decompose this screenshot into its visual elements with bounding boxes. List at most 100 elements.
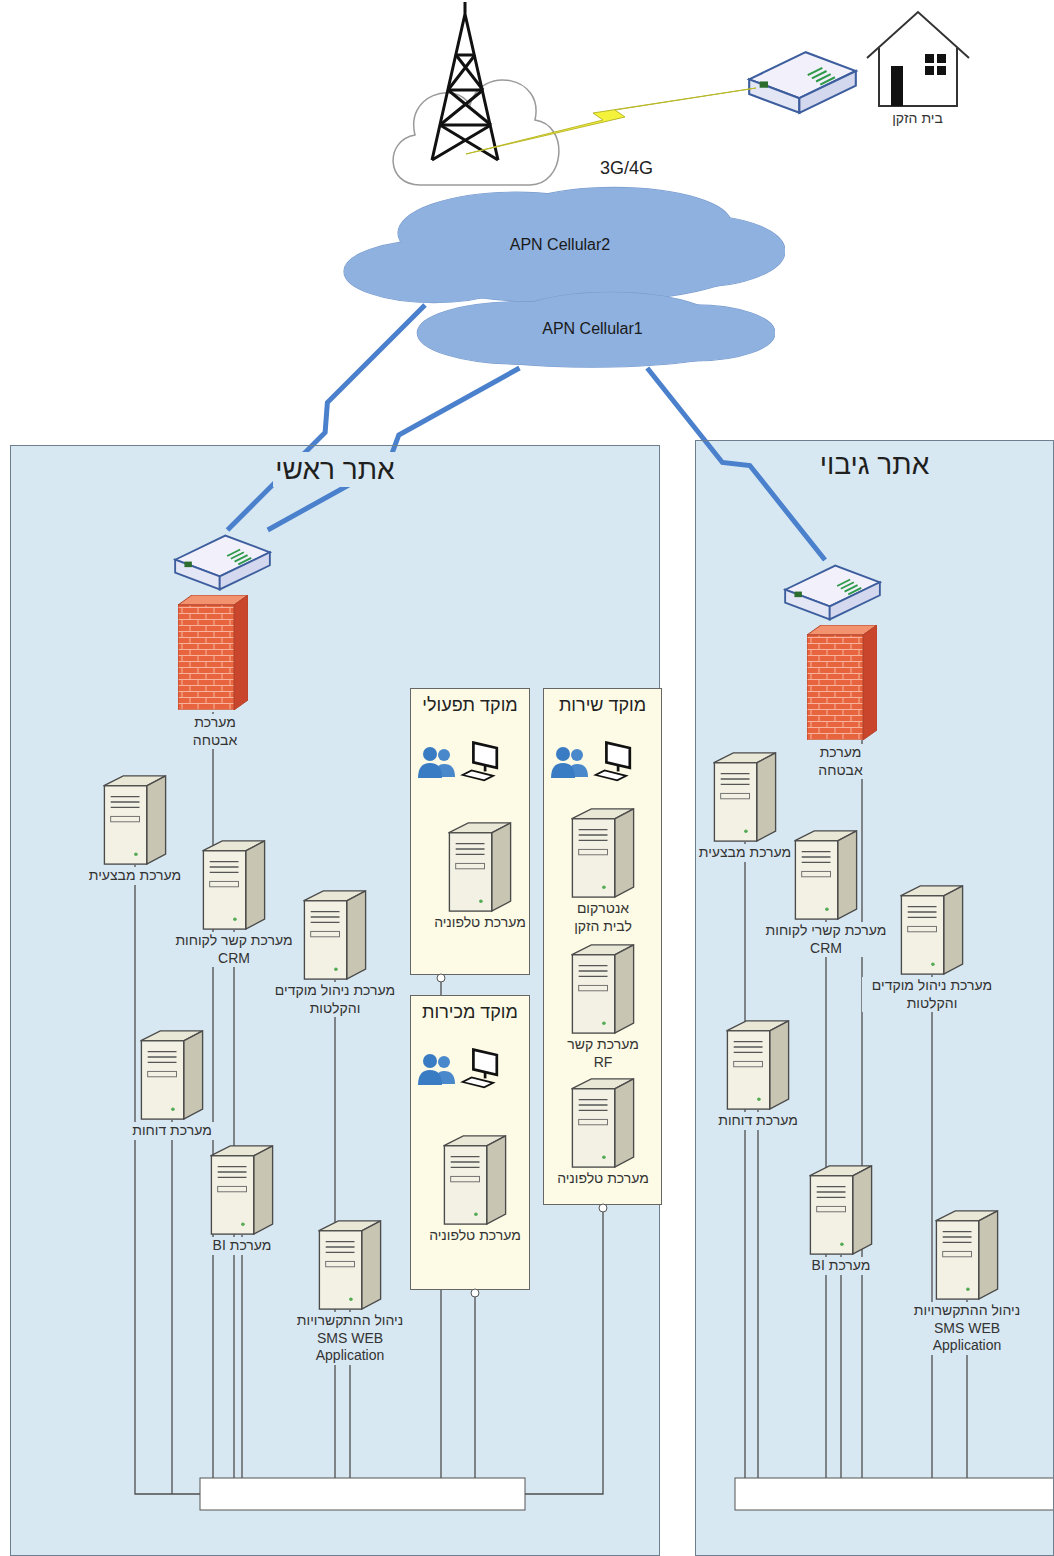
server-icon (793, 830, 859, 920)
server-icon (712, 752, 778, 842)
people-icon (550, 745, 590, 779)
server-icon (570, 944, 636, 1034)
server-node: מערכת מבצעית (80, 775, 190, 885)
server-node: מערכת דוחות (122, 1030, 222, 1140)
center-title: מוקד תפעולי (420, 694, 519, 717)
cloud-outline (389, 226, 749, 303)
server-node: מערכת טלפוניה (427, 1135, 523, 1245)
cell-tower (432, 2, 498, 160)
router-icon (785, 566, 880, 620)
server-icon (447, 822, 513, 912)
cloud-label: APN Cellular1 (540, 319, 644, 339)
firewall-icon (178, 595, 248, 710)
wireless-bolt (466, 88, 756, 154)
site-title: אתר גיבוי (818, 447, 932, 482)
server-icon (317, 1220, 383, 1310)
server-node: מערכת BI (192, 1145, 292, 1255)
cloud-label: APN Cellular2 (508, 235, 612, 255)
people-icon (551, 747, 588, 778)
wire-joint (599, 1204, 607, 1212)
site-panel: אתר גיבוימערכת אבטחהמערכת מבצעיתמערכת קש… (695, 440, 1054, 1556)
server-icon (727, 1021, 789, 1109)
center-title: מוקד שירות (557, 694, 648, 717)
people-icon (418, 1054, 455, 1085)
call-center-box: מוקד תפעולי מערכת טלפוניה (410, 688, 530, 975)
house-icon (863, 8, 973, 108)
node-label: מערכת טלפוניה (555, 1170, 651, 1188)
network-switch (200, 1478, 525, 1510)
server-icon (899, 885, 965, 975)
server-icon (319, 1221, 381, 1309)
server-icon (570, 1078, 636, 1168)
server-icon (201, 840, 267, 930)
link-label: 3G/4G (598, 157, 655, 180)
monitor-icon (459, 739, 504, 784)
network-wires (474, 1290, 475, 1478)
server-node: מערכת BI (791, 1165, 891, 1275)
node-label: מערכת טלפוניה (427, 1227, 523, 1245)
firewall-node: מערכת אבטחה (775, 560, 875, 779)
server-icon (104, 776, 166, 864)
people-icon (417, 1052, 457, 1086)
server-icon (795, 831, 857, 919)
server-icon (102, 775, 168, 865)
backup-site-ground (695, 440, 1054, 1556)
server-icon (211, 1146, 273, 1234)
monitor-icon (592, 739, 637, 784)
server-icon (714, 753, 776, 841)
node-label: מערכת קשר RF (561, 1036, 645, 1071)
server-icon (139, 1030, 205, 1120)
server-icon (304, 891, 366, 979)
network-wires (931, 975, 932, 1478)
server-node: מערכת קשר RF (561, 944, 645, 1071)
server-icon (572, 1079, 634, 1167)
server-node: אנטרקום לבית הזקן (561, 808, 645, 935)
wire-joint (437, 974, 445, 982)
server-icon (209, 1145, 275, 1235)
call-center-box: מוקד שירות אנטרקום לבית הזקן מערכת קשר RF מ… (543, 688, 662, 1205)
network-wires (241, 1235, 242, 1478)
center-title: מוקד מכירות (420, 1001, 520, 1024)
server-icon (570, 808, 636, 898)
home-router (749, 52, 856, 113)
server-icon (302, 890, 368, 980)
firewall-node: מערכת אבטחה (170, 530, 285, 749)
cell-tower (432, 2, 498, 160)
server-icon (203, 841, 265, 929)
server-icon (572, 945, 634, 1033)
site-panel: אתר ראשימערכת אבטחהמערכת מבצעיתמערכת קשר… (10, 445, 660, 1556)
cell-tower (432, 55, 498, 160)
monitor-icon (596, 743, 630, 781)
node-label: מערכת BI (211, 1237, 274, 1255)
network-wires (861, 740, 862, 1478)
network-wires (525, 1205, 603, 1494)
apn-cloud: APN Cellular2 (335, 185, 785, 305)
node-label: מערכת טלפוניה (432, 914, 528, 932)
firewall-icon (807, 625, 877, 740)
node-label: מערכת אבטחה (806, 744, 875, 779)
server-icon (444, 1136, 506, 1224)
node-label: מערכת דוחות (130, 1122, 214, 1140)
server-icon (901, 886, 963, 974)
house-node: בית הזקן (860, 8, 975, 128)
label-holder: 3G/4G (598, 157, 655, 180)
server-node: מערכת מבצעית (695, 752, 795, 862)
network-switch (735, 1478, 1054, 1510)
server-node: מערכת טלפוניה (432, 822, 528, 932)
network-wires (744, 842, 745, 1478)
network-wires (840, 1255, 841, 1478)
server-icon (725, 1020, 791, 1110)
node-label: מערכת דוחות (716, 1112, 800, 1130)
node-label: מערכת מבצעית (87, 867, 183, 885)
apn-cloud: APN Cellular1 (410, 290, 775, 368)
firewall-icon (178, 595, 248, 710)
server-node: מערכת טלפוניה (553, 1078, 653, 1188)
server-node: ניהול ההתקשרויות SMS WEB Application (907, 1210, 1027, 1355)
server-icon (572, 809, 634, 897)
server-icon (442, 1135, 508, 1225)
server-node: מערכת קשר לקוחות CRM (169, 840, 299, 967)
server-node: ניהול ההתקשרויות SMS WEB Application (288, 1220, 413, 1365)
